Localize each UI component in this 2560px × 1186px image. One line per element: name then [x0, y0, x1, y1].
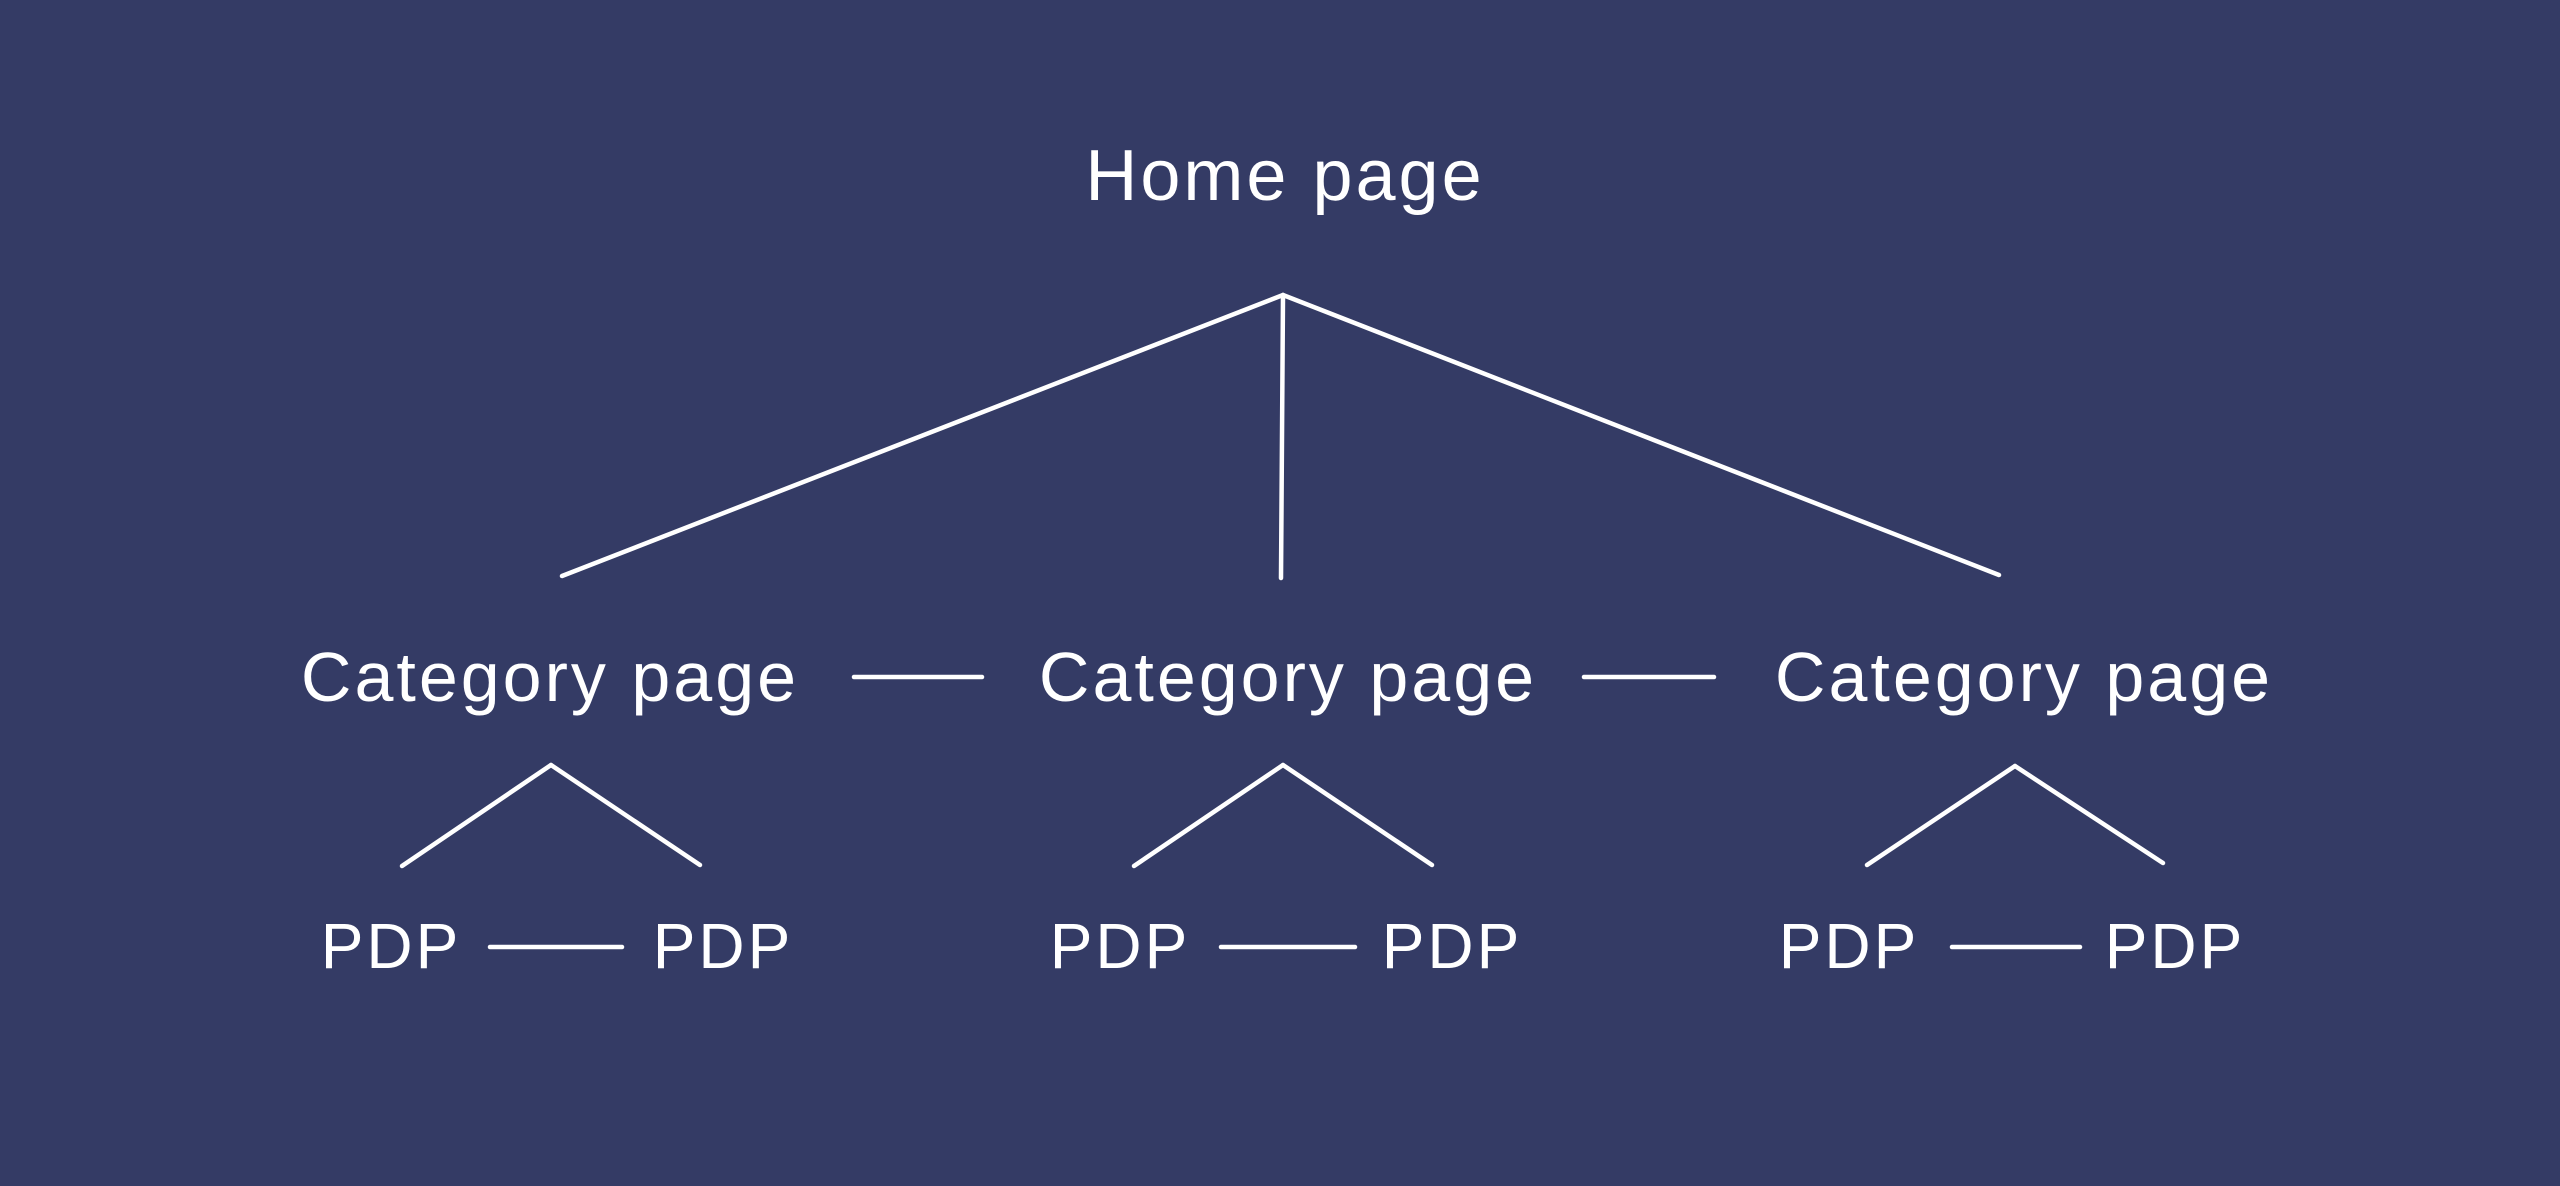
pdp-node-3b: PDP [2105, 910, 2246, 982]
branch-category-2-to-pdp-2 [1280, 762, 1435, 868]
category-page-node-1: Category page [301, 638, 799, 716]
branch-category-3-to-pdp-2 [2012, 763, 2166, 866]
category-page-node-2: Category page [1039, 638, 1537, 716]
branch-home-to-category-1 [559, 292, 1286, 579]
connector-lines [399, 292, 2166, 950]
pdp-node-3a: PDP [1779, 910, 1920, 982]
pdp-node-2a: PDP [1050, 910, 1191, 982]
pdp-node-1b: PDP [653, 910, 794, 982]
category-page-node-3: Category page [1775, 638, 2273, 716]
branch-category-1-to-pdp-2 [548, 762, 703, 868]
pdp-node-1a: PDP [321, 910, 462, 982]
node-labels: Home page Category page Category page Ca… [301, 136, 2273, 982]
branch-home-to-category-3 [1280, 292, 2002, 578]
branch-category-3-to-pdp-1 [1864, 763, 2018, 868]
branch-home-to-category-2 [1278, 292, 1286, 581]
home-page-node: Home page [1085, 136, 1484, 216]
pdp-node-2b: PDP [1382, 910, 1523, 982]
branch-category-2-to-pdp-1 [1131, 762, 1286, 869]
branch-category-1-to-pdp-1 [399, 762, 554, 869]
